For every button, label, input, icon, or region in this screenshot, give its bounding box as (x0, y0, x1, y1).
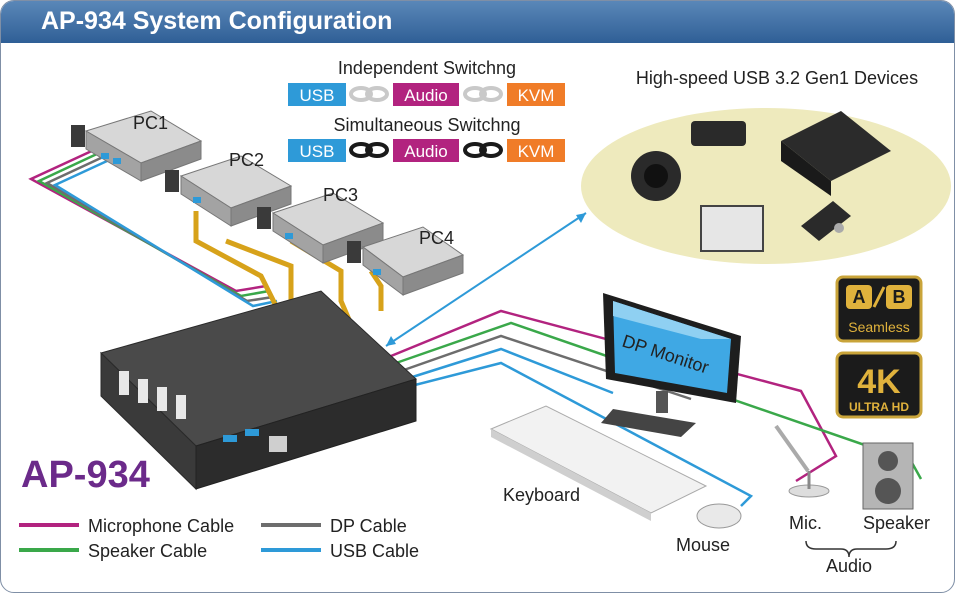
svg-text:4K: 4K (857, 363, 901, 401)
usb-keyboard-cable (405, 347, 614, 395)
usb-fax-phone (781, 111, 891, 196)
simultaneous-switching-title: Simultaneous Switchng (333, 115, 520, 135)
independent-chip-kvm (507, 83, 565, 106)
product-name: AP-934 (21, 454, 150, 496)
usb-port (245, 429, 259, 436)
speaker-label: Speaker (863, 513, 930, 533)
independent-chip-audio (393, 83, 459, 106)
usb-flash-drive (801, 201, 851, 241)
keyboard[interactable] (489, 405, 708, 521)
usb-link-arrow-up (576, 213, 586, 223)
independent-chip-usb-label: USB (300, 86, 335, 105)
pc-port-1 (119, 371, 129, 395)
simultaneous-chip-audio (393, 139, 459, 162)
network-port (269, 436, 287, 452)
independent-chip-audio-label: Audio (404, 86, 447, 105)
pc-1-label: PC1 (133, 113, 168, 133)
svg-text:ULTRA HD: ULTRA HD (849, 400, 909, 414)
pc-2[interactable] (165, 155, 293, 227)
speaker[interactable] (862, 442, 914, 510)
pc-port-3 (157, 387, 167, 411)
microphone[interactable] (774, 424, 830, 498)
pc-2-label: PC2 (229, 150, 264, 170)
independent-chip-usb (288, 83, 346, 106)
legend-label-usb: USB Cable (330, 541, 419, 561)
kvm-switch-unit[interactable] (100, 290, 417, 491)
usb-devices-label: High-speed USB 3.2 Gen1 Devices (636, 68, 918, 88)
usb-card-reader (700, 205, 764, 252)
simultaneous-chip-audio-label: Audio (404, 142, 447, 161)
simultaneous-link-icons (349, 142, 503, 158)
simultaneous-chip-kvm-label: KVM (518, 142, 555, 161)
seamless-badge: A B Seamless (835, 275, 923, 343)
independent-link-icons (349, 86, 503, 102)
pc-port-2 (138, 379, 148, 403)
independent-chip-kvm-label: KVM (518, 86, 555, 105)
legend-label-microphone: Microphone Cable (88, 516, 234, 536)
pc-3-label: PC3 (323, 185, 358, 205)
usb-cameras (631, 121, 746, 201)
audio-bracket (805, 540, 897, 558)
legend-label-speaker: Speaker Cable (88, 541, 207, 561)
dp-monitor[interactable] (601, 293, 741, 437)
ultra-hd-badge: 4K ULTRA HD (835, 351, 923, 419)
independent-switching-title: Independent Switchng (338, 58, 516, 78)
legend-label-dp: DP Cable (330, 516, 407, 536)
pc-port-4 (176, 395, 186, 419)
pc-4[interactable] (347, 226, 465, 296)
svg-text:B: B (893, 287, 906, 307)
usb-device-link (385, 212, 587, 347)
mouse[interactable] (696, 503, 742, 529)
pc-4-label: PC4 (419, 228, 454, 248)
svg-text:Seamless: Seamless (848, 319, 909, 335)
usb-mouse-cable (410, 361, 754, 507)
svg-text:A: A (853, 287, 866, 307)
page-title: AP-934 System Configuration (41, 7, 393, 35)
simultaneous-chip-usb (288, 139, 346, 162)
simultaneous-chip-kvm (507, 139, 565, 162)
keyboard-label: Keyboard (503, 485, 580, 505)
usb-port (223, 435, 237, 442)
usb-link-arrow-down (386, 336, 396, 346)
title-bar: AP-934 System Configuration (1, 1, 954, 43)
simultaneous-chip-usb-label: USB (300, 142, 335, 161)
mic-label: Mic. (789, 513, 822, 533)
legend: Microphone Cable Speaker Cable DP Cable … (19, 516, 419, 561)
mouse-label: Mouse (676, 535, 730, 555)
audio-label: Audio (826, 556, 872, 576)
microphone-cable (390, 309, 838, 483)
usb-cable-pc (52, 159, 278, 308)
pc-1[interactable] (71, 110, 203, 182)
